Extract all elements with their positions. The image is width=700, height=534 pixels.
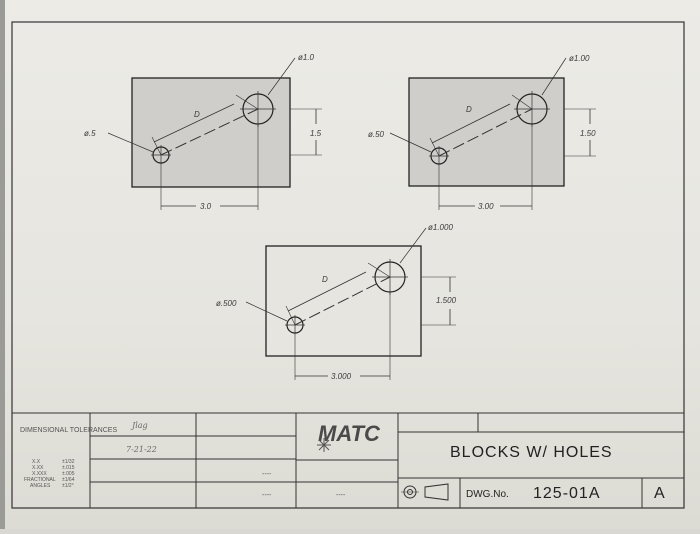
tol-label-1: X.X — [32, 459, 41, 465]
large-hole-dia-1: ø1.0 — [298, 53, 315, 62]
leader-small-2 — [389, 132, 432, 153]
drawn-by-initials: Jlag — [130, 421, 148, 430]
block-1 — [131, 77, 291, 188]
tol-value-4: ±1/64 — [62, 477, 75, 483]
center-line-3 — [294, 276, 391, 326]
svg-text:MATC: MATC — [318, 421, 381, 446]
large-hole-dia-3: ø1.000 — [428, 223, 453, 232]
tol-value-2: ±.015 — [62, 465, 75, 471]
revision-letter: A — [654, 485, 666, 502]
sheet-edge — [0, 0, 5, 529]
matc-logo: MATC — [317, 421, 381, 452]
tol-value-5: ±1/2° — [62, 483, 74, 489]
dim-d-2: D — [466, 105, 472, 114]
tol-label-4: FRACTIONAL — [24, 477, 56, 483]
leader-large-2 — [541, 57, 567, 96]
tol-value-3: ±.005 — [62, 471, 75, 477]
star-icon — [317, 438, 331, 452]
dwg-no-label: DWG.No. — [466, 489, 509, 500]
vertical-dim-1: 1.5 — [310, 129, 322, 138]
leader-large-1 — [267, 57, 296, 96]
projection-symbol-icon — [401, 483, 449, 501]
leader-small-3 — [245, 301, 288, 322]
small-hole-dia-2: ø.50 — [368, 130, 385, 139]
dashes-1: ---- — [262, 471, 272, 478]
dashes-2: ---- — [262, 492, 272, 499]
tolerances-heading: DIMENSIONAL TOLERANCES — [20, 427, 117, 434]
dim-d-3: D — [322, 275, 328, 284]
tol-label-3: X.XXX — [32, 471, 47, 477]
vertical-dim-3: 1.500 — [436, 296, 457, 305]
horizontal-dim-1: 3.0 — [200, 202, 212, 211]
leader-small-1 — [107, 132, 154, 153]
tol-label-5: ANGLES — [30, 483, 51, 489]
leader-large-3 — [399, 227, 427, 264]
tol-value-1: ±1/32 — [62, 459, 75, 465]
title-block — [12, 412, 684, 508]
vertical-dim-2: 1.50 — [580, 129, 596, 138]
drawing-border — [11, 21, 685, 509]
view-2: D ø.50 ø1.00 3.00 1.50 — [368, 54, 596, 211]
tolerances-box: DIMENSIONAL TOLERANCES X.X ±1/32 X.XX ±.… — [20, 427, 117, 489]
center-line-2 — [438, 108, 533, 157]
drawing-title: BLOCKS W/ HOLES — [450, 444, 613, 461]
dwg-number: 125-01A — [533, 485, 601, 502]
drawn-date: 7-21-22 — [126, 445, 157, 454]
view-1: D ø.5 ø1.0 3.0 1.5 — [84, 53, 322, 211]
small-hole-dia-1: ø.5 — [84, 129, 96, 138]
dashes-3: ---- — [336, 492, 346, 499]
dim-d-1: D — [194, 110, 200, 119]
horizontal-dim-3: 3.000 — [331, 372, 352, 381]
view-3: D ø.500 ø1.000 3.000 1.500 — [216, 223, 457, 381]
small-hole-dia-3: ø.500 — [216, 299, 237, 308]
tol-label-2: X.XX — [32, 465, 44, 471]
horizontal-dim-2: 3.00 — [478, 202, 494, 211]
center-line-1 — [160, 108, 259, 156]
large-hole-dia-2: ø1.00 — [569, 54, 590, 63]
